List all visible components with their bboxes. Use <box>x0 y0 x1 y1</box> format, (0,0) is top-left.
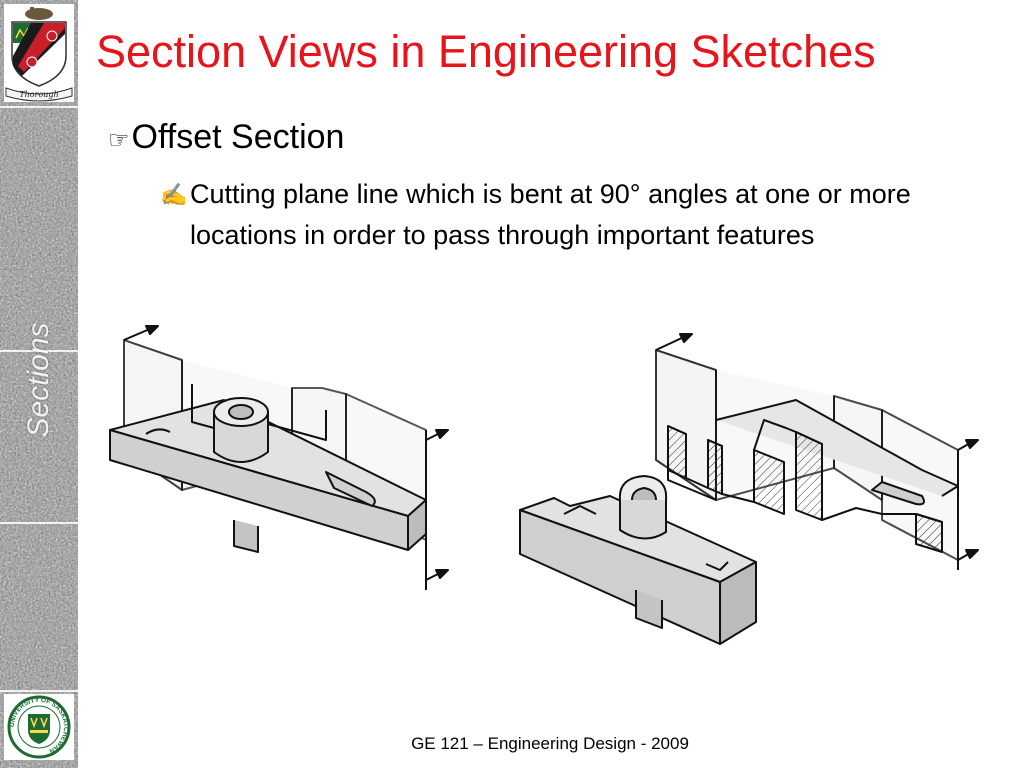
sidebar-divider <box>0 106 78 108</box>
bullet-level1-text: Offset Section <box>131 118 345 156</box>
slide-footer: GE 121 – Engineering Design - 2009 <box>411 734 689 753</box>
sidebar: Sections Thorough UNIVERSITY OF SASKATCH… <box>0 0 78 768</box>
bullet-offset-section: ☞Offset Section <box>108 118 344 157</box>
bullet-level2-text: Cutting plane line which is bent at 90° … <box>190 179 911 250</box>
removed-front-portion <box>519 475 757 645</box>
sidebar-divider <box>0 690 78 692</box>
university-crest-logo: UNIVERSITY OF SASKATCHEWAN <box>4 694 74 760</box>
sectioned-back-portion <box>655 333 979 570</box>
college-crest-logo: Thorough <box>4 4 74 102</box>
sidebar-divider <box>0 522 78 524</box>
offset-section-illustration <box>109 325 979 645</box>
writing-hand-icon: ✍ <box>160 182 188 207</box>
slide-title: Section Views in Engineering Sketches <box>96 26 876 77</box>
pointing-hand-icon: ☞ <box>108 127 130 154</box>
bullet-definition: ✍ Cutting plane line which is bent at 90… <box>160 174 990 256</box>
sidebar-divider <box>0 350 78 352</box>
sidebar-section-label: Sections <box>22 322 55 438</box>
granite-texture <box>0 0 78 768</box>
part-with-cutting-plane <box>109 325 449 590</box>
crest-motto: Thorough <box>19 90 58 99</box>
